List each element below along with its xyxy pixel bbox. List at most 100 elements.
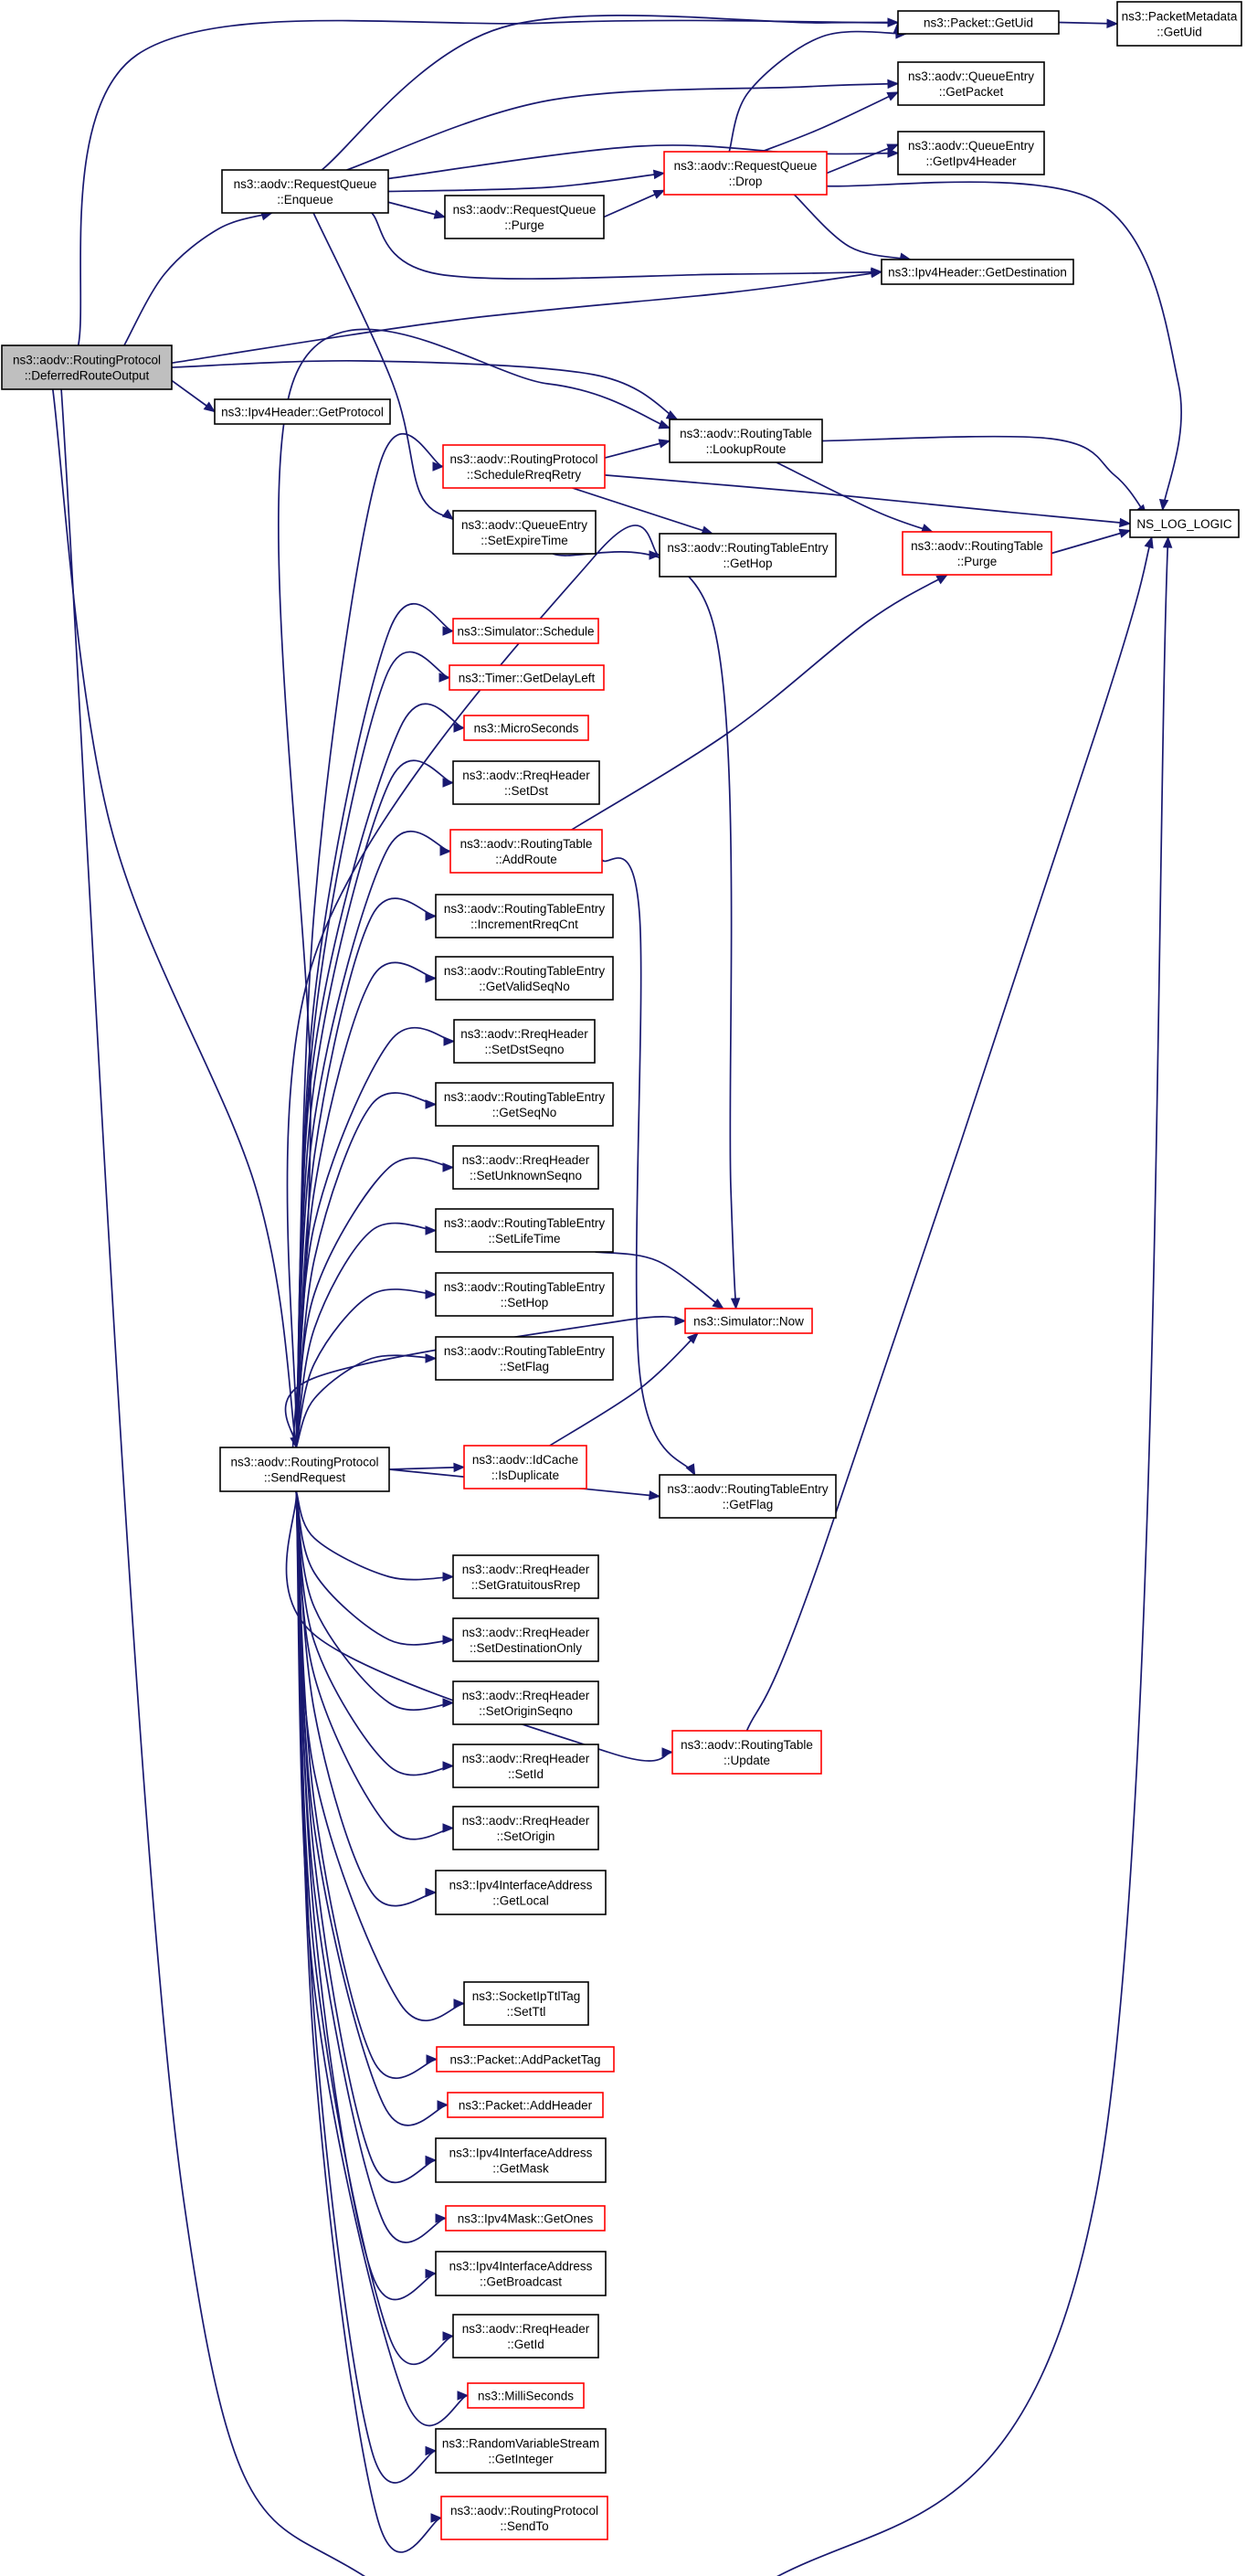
node-box: [453, 1019, 596, 1064]
node-box: [463, 715, 589, 741]
node-label-line: ::GetInteger: [488, 2453, 554, 2466]
node-label-line: ::ScheduleRreqRetry: [467, 468, 582, 482]
node-ns3-aodv-queueentry-setexpiretime[interactable]: ns3::aodv::QueueEntry::SetExpireTime: [452, 510, 597, 555]
node-ns3-aodv-routingtable-lookuproute[interactable]: ns3::aodv::RoutingTable::LookupRoute: [669, 419, 823, 463]
node-box: [897, 10, 1060, 35]
node-ns-log-logic[interactable]: NS_LOG_LOGIC: [1129, 509, 1240, 538]
arrowhead: [886, 143, 900, 154]
node-box: [435, 2251, 607, 2296]
node-label-line: ns3::Timer::GetDelayLeft: [459, 672, 596, 685]
edge-n30-to-n37: [295, 1490, 455, 1776]
arrowhead: [1118, 528, 1132, 538]
node-label-line: ns3::Simulator::Schedule: [457, 625, 594, 639]
node-ns3-aodv-routingprotocol-schedulerreqretry[interactable]: ns3::aodv::RoutingProtocol::ScheduleRreq…: [442, 444, 606, 489]
node-ns3-ipv4header-getdestination[interactable]: ns3::Ipv4Header::GetDestination: [881, 259, 1074, 285]
node-ns3-aodv-rreqheader-setid[interactable]: ns3::aodv::RreqHeader::SetId: [452, 1744, 599, 1788]
node-ns3-aodv-rreqheader-setoriginseqno[interactable]: ns3::aodv::RreqHeader::SetOriginSeqno: [452, 1680, 599, 1725]
node-ns3-aodv-routingtable-purge[interactable]: ns3::aodv::RoutingTable::Purge: [902, 531, 1052, 576]
arrowhead: [453, 1998, 466, 2009]
node-ns3-ipv4interfaceaddress-getbroadcast[interactable]: ns3::Ipv4InterfaceAddress::GetBroadcast: [435, 2251, 607, 2296]
node-ns3-simulator-schedule[interactable]: ns3::Simulator::Schedule: [452, 618, 599, 644]
edge-n30-to-n47: [295, 1490, 470, 2427]
node-label-line: ns3::aodv::RoutingProtocol: [449, 452, 597, 466]
node-ns3-packet-addheader[interactable]: ns3::Packet::AddHeader: [447, 2092, 604, 2118]
node-ns3-socketipttltag-setttl[interactable]: ns3::SocketIpTtlTag::SetTtl: [463, 1981, 589, 2026]
arrowhead: [871, 267, 883, 277]
node-ns3-aodv-routingtableentry-sethop[interactable]: ns3::aodv::RoutingTableEntry::SetHop: [435, 1272, 614, 1317]
node-ns3-ipv4mask-getones[interactable]: ns3::Ipv4Mask::GetOnes: [445, 2205, 606, 2231]
node-label-line: ::SetOriginSeqno: [479, 1704, 573, 1718]
node-label-line: ::GetPacket: [939, 85, 1004, 99]
node-ns3-aodv-routingtable-update[interactable]: ns3::aodv::RoutingTable::Update: [671, 1730, 822, 1775]
node-ns3-aodv-routingtableentry-setlifetime[interactable]: ns3::aodv::RoutingTableEntry::SetLifeTim…: [435, 1208, 614, 1253]
node-label-line: ::Update: [724, 1754, 770, 1767]
node-ns3-aodv-idcache-isduplicate[interactable]: ns3::aodv::IdCache::IsDuplicate: [463, 1445, 587, 1489]
node-ns3-aodv-routingtable-addroute[interactable]: ns3::aodv::RoutingTable::AddRoute: [449, 829, 603, 874]
node-ns3-microseconds[interactable]: ns3::MicroSeconds: [463, 715, 589, 741]
edge-n0-to-n1: [123, 211, 273, 346]
arrowhead: [425, 1099, 438, 1109]
edge-n1-to-n8: [371, 212, 883, 280]
node-box: [659, 1474, 837, 1519]
node-label-line: ::SetLifeTime: [488, 1232, 560, 1246]
node-label-line: ::SetGratuitousRrep: [471, 1578, 580, 1592]
node-ns3-aodv-rreqheader-setorigin[interactable]: ns3::aodv::RreqHeader::SetOrigin: [452, 1806, 599, 1850]
node-ns3-aodv-routingtableentry-getseqno[interactable]: ns3::aodv::RoutingTableEntry::GetSeqNo: [435, 1082, 614, 1127]
node-box: [452, 1554, 599, 1599]
node-ns3-packet-getuid[interactable]: ns3::Packet::GetUid: [897, 10, 1060, 35]
node-ns3-milliseconds[interactable]: ns3::MilliSeconds: [467, 2382, 585, 2409]
node-label-line: ::GetValidSeqNo: [479, 980, 570, 993]
node-label-line: ::SetDst: [504, 784, 548, 798]
node-ns3-randomvariablestream-getinteger[interactable]: ns3::RandomVariableStream::GetInteger: [435, 2428, 607, 2474]
node-ns3-aodv-rreqheader-getid[interactable]: ns3::aodv::RreqHeader::GetId: [452, 2314, 599, 2359]
node-ns3-aodv-rreqheader-setdst[interactable]: ns3::aodv::RreqHeader::SetDst: [452, 760, 600, 805]
node-ns3-aodv-routingtableentry-setflag[interactable]: ns3::aodv::RoutingTableEntry::SetFlag: [435, 1336, 614, 1381]
edge-n20-to-n32: [601, 857, 696, 1477]
edge-n15-to-n12: [1051, 528, 1132, 555]
node-ns3-aodv-routingtableentry-gethop[interactable]: ns3::aodv::RoutingTableEntry::GetHop: [659, 533, 837, 578]
node-ns3-aodv-queueentry-getpacket[interactable]: ns3::aodv::QueueEntry::GetPacket: [897, 61, 1045, 106]
node-label-line: ::GetId: [507, 2337, 544, 2351]
node-ns3-ipv4header-getprotocol[interactable]: ns3::Ipv4Header::GetProtocol: [214, 398, 391, 425]
node-box: [444, 195, 605, 239]
arrowhead: [886, 91, 900, 101]
node-label-line: ::SendRequest: [264, 1471, 346, 1485]
node-ns3-aodv-routingtableentry-incrementrreqcnt[interactable]: ns3::aodv::RoutingTableEntry::IncrementR…: [435, 894, 614, 938]
arrowhead: [441, 509, 455, 521]
node-ns3-aodv-rreqheader-setgratuitousrrep[interactable]: ns3::aodv::RreqHeader::SetGratuitousRrep: [452, 1554, 599, 1599]
node-ns3-aodv-routingprotocol-sendrequest[interactable]: ns3::aodv::RoutingProtocol::SendRequest: [219, 1447, 390, 1492]
node-box: [435, 1870, 607, 1915]
node-ns3-aodv-queueentry-getipv4header[interactable]: ns3::aodv::QueueEntry::GetIpv4Header: [897, 131, 1045, 175]
node-label-line: ns3::aodv::QueueEntry: [461, 518, 587, 532]
node-ns3-ipv4interfaceaddress-getmask[interactable]: ns3::Ipv4InterfaceAddress::GetMask: [435, 2137, 607, 2183]
node-label-line: ::AddRoute: [495, 853, 557, 866]
node-ns3-packet-addpackettag[interactable]: ns3::Packet::AddPacketTag: [436, 2046, 615, 2072]
node-ns3-ipv4interfaceaddress-getlocal[interactable]: ns3::Ipv4InterfaceAddress::GetLocal: [435, 1870, 607, 1915]
node-ns3-aodv-requestqueue-purge[interactable]: ns3::aodv::RequestQueue::Purge: [444, 195, 605, 239]
node-ns3-timer-getdelayleft[interactable]: ns3::Timer::GetDelayLeft: [449, 664, 605, 691]
node-ns3-aodv-requestqueue-drop[interactable]: ns3::aodv::RequestQueue::Drop: [663, 151, 828, 196]
arrowhead: [935, 574, 949, 585]
edge-n30-to-n29: [295, 1353, 438, 1448]
node-ns3-aodv-rreqheader-setdstseqno[interactable]: ns3::aodv::RreqHeader::SetDstSeqno: [453, 1019, 596, 1064]
node-box: [435, 956, 614, 1001]
node-ns3-aodv-routingprotocol-sendto[interactable]: ns3::aodv::RoutingProtocol::SendTo: [440, 2496, 608, 2540]
edge-n6-to-n8: [793, 194, 912, 262]
node-ns3-packetmetadata-getuid[interactable]: ns3::PacketMetadata::GetUid: [1116, 1, 1242, 47]
node-ns3-aodv-rreqheader-setdestinationonly[interactable]: ns3::aodv::RreqHeader::SetDestinationOnl…: [452, 1617, 599, 1662]
node-ns3-aodv-rreqheader-setunknownseqno[interactable]: ns3::aodv::RreqHeader::SetUnknownSeqno: [452, 1145, 599, 1190]
node-label-line: ns3::Packet::AddHeader: [459, 2099, 593, 2113]
node-ns3-aodv-routingtableentry-getflag[interactable]: ns3::aodv::RoutingTableEntry::GetFlag: [659, 1474, 837, 1519]
node-ns3-aodv-routingtableentry-getvalidseqno[interactable]: ns3::aodv::RoutingTableEntry::GetValidSe…: [435, 956, 614, 1001]
node-ns3-aodv-routingprotocol-deferredrouteoutput[interactable]: ns3::aodv::RoutingProtocol::DeferredRout…: [1, 345, 173, 390]
node-ns3-simulator-now[interactable]: ns3::Simulator::Now: [684, 1308, 813, 1334]
arrowhead: [661, 1747, 674, 1757]
node-label-line: ns3::Ipv4InterfaceAddress: [449, 2147, 593, 2160]
arrowhead: [442, 1698, 455, 1708]
arrowhead: [730, 1298, 741, 1310]
arrowhead: [658, 439, 671, 449]
node-label-line: ns3::Packet::GetUid: [924, 16, 1033, 30]
node-box: [897, 131, 1045, 175]
arrowhead: [457, 2390, 470, 2401]
node-ns3-aodv-requestqueue-enqueue[interactable]: ns3::aodv::RequestQueue::Enqueue: [221, 169, 389, 214]
